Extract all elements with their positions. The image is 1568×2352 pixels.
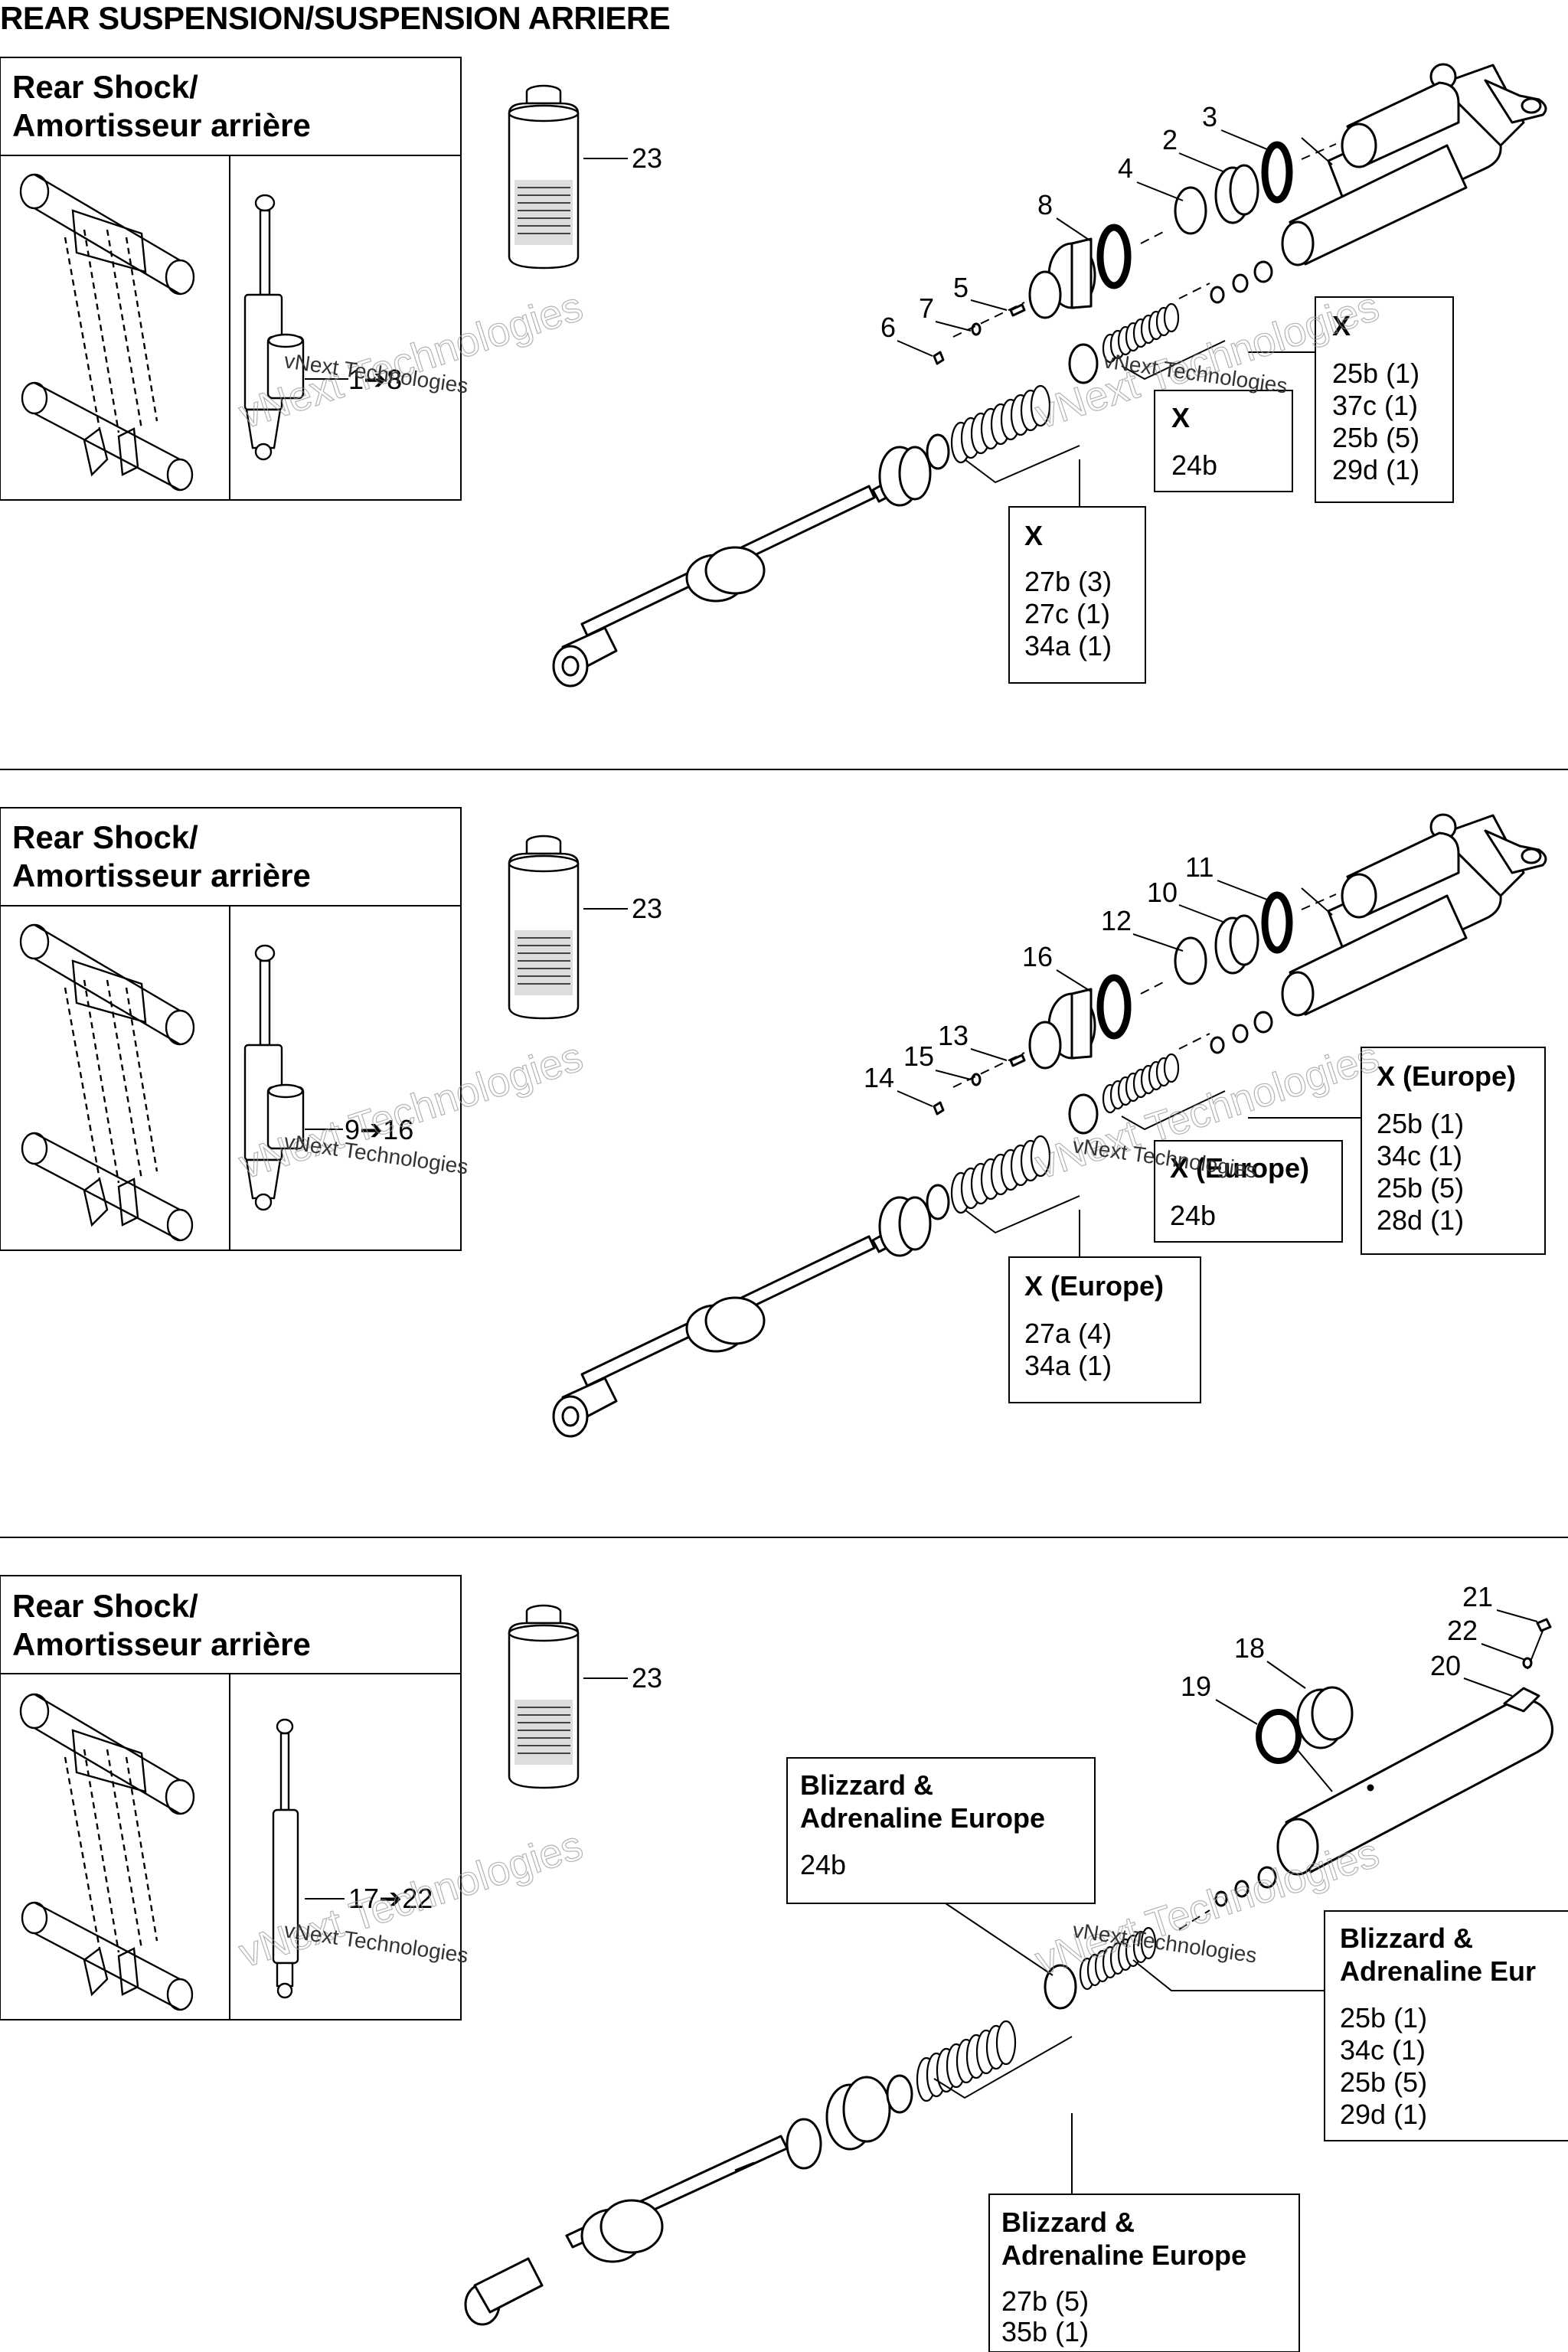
header-line1: Rear Shock/ bbox=[12, 1588, 198, 1624]
spec-box-title-line1: Blizzard & bbox=[1001, 2207, 1135, 2238]
spec-box-title: X (Europe) bbox=[1170, 1152, 1309, 1184]
oil-can-illustration bbox=[508, 84, 580, 270]
range-label: 9➔16 bbox=[345, 1114, 413, 1145]
spec-box-title: X bbox=[1171, 402, 1190, 433]
shock-assembly bbox=[464, 1618, 1553, 2326]
range-label: 1➔8 bbox=[348, 364, 402, 395]
spec-box-x-lower bbox=[1008, 506, 1146, 684]
spec-box-title: X (Europe) bbox=[1024, 1270, 1164, 1302]
callout-18: 18 bbox=[1234, 1632, 1265, 1664]
panel-3: Rear Shock/ Amortisseur arrière 17➔22 23 bbox=[0, 1575, 1568, 2352]
spec-line: 34c (1) bbox=[1340, 2034, 1426, 2066]
spec-line: 27c (1) bbox=[1024, 598, 1110, 629]
spec-line: 28d (1) bbox=[1377, 1204, 1464, 1236]
spec-line: 29d (1) bbox=[1332, 454, 1419, 485]
spec-line: 25b (5) bbox=[1340, 2066, 1427, 2098]
callout-16: 16 bbox=[1022, 941, 1053, 972]
oil-can-illustration bbox=[508, 1604, 580, 1789]
spec-line: 37c (1) bbox=[1332, 390, 1418, 421]
spec-box-x-europe-middle bbox=[1154, 1140, 1343, 1243]
spec-box-title: X (Europe) bbox=[1377, 1060, 1516, 1092]
spec-line: 34a (1) bbox=[1024, 630, 1112, 662]
header-line2: Amortisseur arrière bbox=[12, 858, 311, 893]
spec-box-title: X bbox=[1024, 520, 1043, 551]
callout-8: 8 bbox=[1037, 189, 1053, 220]
spec-box-title: X bbox=[1332, 310, 1351, 341]
spec-box-blizzard-right bbox=[1324, 1910, 1568, 2141]
header-line1: Rear Shock/ bbox=[12, 69, 198, 105]
callout-15: 15 bbox=[903, 1040, 934, 1072]
can-label: 23 bbox=[632, 1662, 662, 1694]
spec-box-x-europe-upper bbox=[1361, 1047, 1546, 1255]
callout-13: 13 bbox=[938, 1020, 969, 1051]
spec-box-title-line2: Adrenaline Eur bbox=[1340, 1955, 1536, 1987]
spec-line: 25b (5) bbox=[1332, 422, 1419, 453]
spec-line: 25b (1) bbox=[1340, 2002, 1427, 2034]
header-line1: Rear Shock/ bbox=[12, 819, 198, 855]
skid-frame-illustration bbox=[19, 173, 195, 492]
spec-line: 29d (1) bbox=[1340, 2099, 1427, 2130]
spec-line: 35b (1) bbox=[1001, 2316, 1089, 2347]
spec-line: 25b (1) bbox=[1377, 1108, 1464, 1139]
panel-2: Rear Shock/ Amortisseur arrière 9➔16 23 … bbox=[0, 807, 1546, 1436]
callout-7: 7 bbox=[919, 292, 934, 324]
header-line2: Amortisseur arrière bbox=[12, 107, 311, 143]
spec-line: 25b (5) bbox=[1377, 1172, 1464, 1204]
callout-19: 19 bbox=[1181, 1671, 1211, 1702]
spec-line: 24b bbox=[800, 1849, 846, 1880]
callout-11: 11 bbox=[1185, 851, 1214, 883]
spec-box-x-middle bbox=[1154, 390, 1293, 492]
panel-1: Rear Shock/ Amortisseur arrière 1➔8 23 2… bbox=[0, 57, 1546, 686]
spec-box-blizzard-lower bbox=[988, 2194, 1300, 2352]
callout-5: 5 bbox=[953, 272, 969, 303]
spec-box-x-europe-lower bbox=[1008, 1256, 1201, 1403]
spec-line: 34a (1) bbox=[1024, 1350, 1112, 1381]
spec-line: 34c (1) bbox=[1377, 1140, 1462, 1171]
range-label: 17➔22 bbox=[348, 1883, 433, 1914]
callout-22: 22 bbox=[1447, 1615, 1478, 1646]
spec-line: 24b bbox=[1171, 449, 1217, 481]
spec-line: 24b bbox=[1170, 1200, 1216, 1231]
skid-frame-illustration bbox=[19, 923, 195, 1242]
page-title: REAR SUSPENSION/SUSPENSION ARRIERE bbox=[0, 0, 671, 36]
callout-14: 14 bbox=[864, 1062, 894, 1093]
callout-3: 3 bbox=[1202, 101, 1217, 132]
spec-line: 25b (1) bbox=[1332, 358, 1419, 389]
spec-box-title-line2: Adrenaline Europe bbox=[1001, 2239, 1246, 2271]
callout-12: 12 bbox=[1101, 905, 1132, 936]
callout-4: 4 bbox=[1118, 152, 1133, 184]
spec-line: 27b (5) bbox=[1001, 2285, 1089, 2317]
callout-21: 21 bbox=[1462, 1581, 1493, 1612]
can-label: 23 bbox=[632, 142, 662, 174]
callout-6: 6 bbox=[880, 312, 896, 343]
spec-box-title-line1: Blizzard & bbox=[1340, 1922, 1473, 1954]
spec-box-blizzard-upper bbox=[786, 1757, 1096, 1904]
callout-2: 2 bbox=[1162, 124, 1178, 155]
spec-line: 27b (3) bbox=[1024, 566, 1112, 597]
callout-20: 20 bbox=[1430, 1650, 1461, 1681]
callout-10: 10 bbox=[1147, 877, 1178, 908]
header-line2: Amortisseur arrière bbox=[12, 1626, 311, 1662]
spec-box-title-line1: Blizzard & bbox=[800, 1769, 933, 1801]
spec-line: 27a (4) bbox=[1024, 1318, 1112, 1349]
spec-box-x-upper bbox=[1315, 296, 1454, 503]
skid-frame-illustration bbox=[19, 1693, 195, 2011]
shock-thumbnail bbox=[272, 1718, 299, 1999]
can-label: 23 bbox=[632, 893, 662, 924]
watermark: vNext Technologies vNext Technologies vN… bbox=[234, 1033, 1385, 1188]
oil-can-illustration bbox=[508, 835, 580, 1020]
spec-box-title-line2: Adrenaline Europe bbox=[800, 1802, 1045, 1834]
